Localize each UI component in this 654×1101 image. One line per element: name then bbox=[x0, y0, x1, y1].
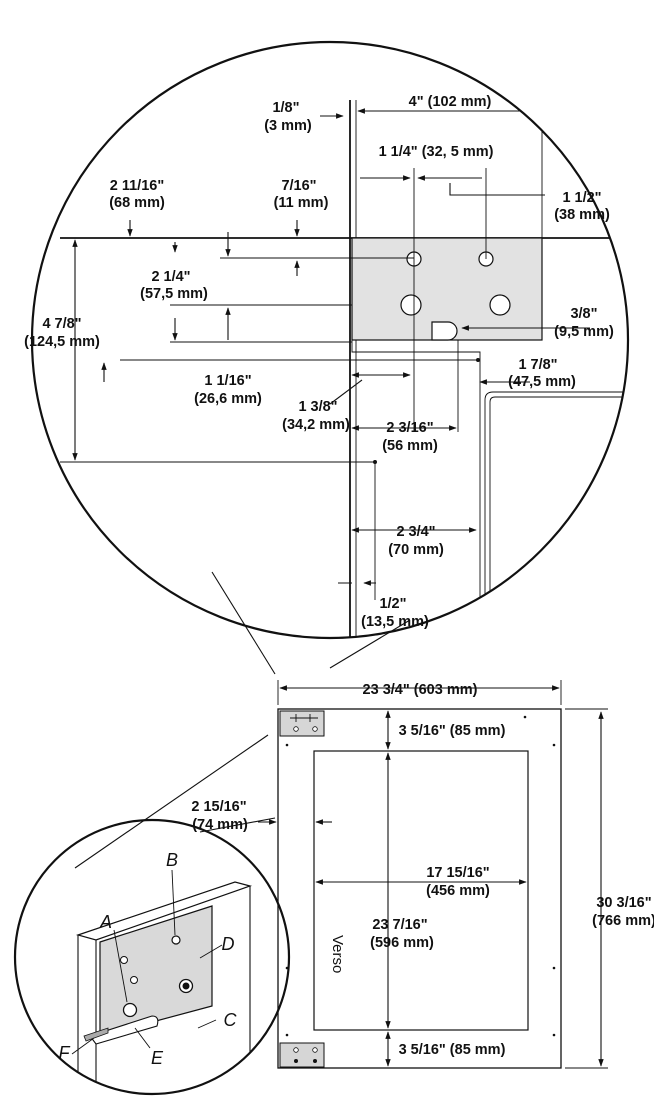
callout-label-a: A bbox=[99, 912, 112, 932]
dim-label: 7/16" bbox=[281, 178, 316, 194]
inner-width-label: (456 mm) bbox=[426, 883, 490, 899]
callout-connector bbox=[74, 734, 269, 869]
dim-label: 1 7/8" bbox=[518, 357, 557, 373]
callout-label-c: C bbox=[224, 1010, 238, 1030]
dim-label: 1/8" bbox=[272, 100, 299, 116]
hinge-magnifier-circle bbox=[13, 818, 291, 1096]
top-hinge-plate bbox=[279, 710, 325, 737]
callout-connector bbox=[199, 817, 276, 833]
callout-label-e: E bbox=[151, 1048, 164, 1068]
dim-label: (34,2 mm) bbox=[282, 417, 350, 433]
large-hole bbox=[489, 294, 511, 316]
dim-label: (47,5 mm) bbox=[508, 374, 576, 390]
dim-label: 2 11/16" bbox=[110, 178, 164, 194]
bottom-margin-label: 3 5/16" (85 mm) bbox=[399, 1042, 506, 1058]
verso-label: Verso bbox=[329, 935, 346, 973]
detail-magnifier: 1/8" (3 mm) 4" (102 mm) 1 1/4" (32, 5 mm… bbox=[24, 40, 630, 640]
dim-label: (70 mm) bbox=[388, 542, 444, 558]
dim-label: 2 3/16" bbox=[386, 420, 433, 436]
dim-label: 4" (102 mm) bbox=[409, 94, 492, 110]
dim-label: (13,5 mm) bbox=[361, 614, 429, 630]
inner-height-label: 23 7/16" bbox=[372, 917, 427, 933]
door-profile-line bbox=[351, 340, 481, 638]
callout-label-f: F bbox=[59, 1043, 71, 1063]
inner-height-label: (596 mm) bbox=[370, 935, 434, 951]
slot-cutout bbox=[431, 321, 458, 341]
inner-panel bbox=[313, 750, 529, 1031]
callout-label-d: D bbox=[222, 934, 235, 954]
dim-label: (68 mm) bbox=[109, 195, 165, 211]
dim-label: 2 3/4" bbox=[396, 524, 435, 540]
callout-connector bbox=[211, 571, 276, 675]
large-hole bbox=[400, 294, 422, 316]
dim-label: (57,5 mm) bbox=[140, 286, 208, 302]
dim-label: 4 7/8" bbox=[42, 316, 81, 332]
bottom-hinge-plate bbox=[279, 1042, 325, 1068]
dim-label: 1 1/16" bbox=[204, 373, 251, 389]
dim-label: 3/8" bbox=[570, 306, 597, 322]
top-margin-label: 3 5/16" (85 mm) bbox=[399, 723, 506, 739]
callout-connector bbox=[329, 619, 411, 669]
dim-label: 1 1/2" bbox=[562, 190, 601, 206]
dim-label: (124,5 mm) bbox=[24, 334, 100, 350]
detail-magnifier-circle bbox=[30, 40, 630, 640]
dim-label: (3 mm) bbox=[264, 118, 312, 134]
callout-label-b: B bbox=[166, 850, 178, 870]
inner-width-label: 17 15/16" bbox=[426, 865, 489, 881]
door-profile-line bbox=[484, 391, 628, 638]
dim-label: 2 1/4" bbox=[151, 269, 190, 285]
dim-label: (38 mm) bbox=[554, 207, 610, 223]
hinge-magnifier: A B C D E F bbox=[13, 818, 291, 1096]
panel-view: 23 3/4" (603 mm) 3 5/16" (85 mm) 3 5/16"… bbox=[191, 680, 654, 1069]
side-margin-label: (74 mm) bbox=[192, 817, 248, 833]
dim-label: 1 3/8" bbox=[298, 399, 337, 415]
panel-height-label: (766 mm) bbox=[592, 913, 654, 929]
door-profile-line bbox=[489, 396, 628, 638]
dim-label: (9,5 mm) bbox=[554, 324, 614, 340]
panel-height-label: 30 3/16" bbox=[596, 895, 651, 911]
dim-label: (56 mm) bbox=[382, 438, 438, 454]
dim-label: (11 mm) bbox=[274, 195, 329, 211]
dim-label: 1 1/4" (32, 5 mm) bbox=[379, 144, 494, 160]
side-margin-label: 2 15/16" bbox=[191, 799, 246, 815]
panel-width-label: 23 3/4" (603 mm) bbox=[363, 682, 478, 698]
dim-label: (26,6 mm) bbox=[194, 391, 262, 407]
dim-label: 1/2" bbox=[379, 596, 406, 612]
